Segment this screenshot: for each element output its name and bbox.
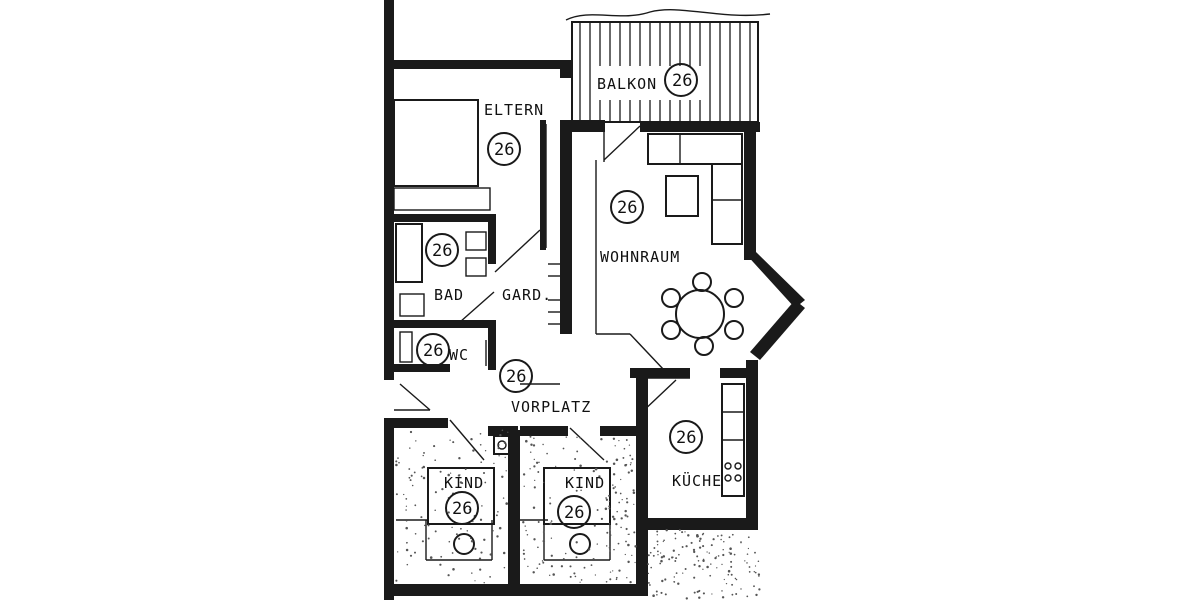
room-number-balkon: 26 <box>672 71 692 91</box>
room-labels: BALKON 26 ELTERN 26 26 WOHNRAUM 26 BAD G… <box>416 63 722 529</box>
room-number-circle-balkon <box>664 63 698 97</box>
room-number-circle-kind-left <box>445 491 479 525</box>
room-number-eltern: 26 <box>494 140 514 160</box>
room-number-circle-wc <box>416 333 450 367</box>
room-label-kind-right: KIND <box>565 474 605 492</box>
room-number-circle-wohnraum <box>610 190 644 224</box>
exterior-walls <box>384 0 805 600</box>
room-label-eltern: ELTERN <box>484 101 544 119</box>
room-number-circle-bad <box>425 233 459 267</box>
room-number-bad: 26 <box>432 241 452 261</box>
room-number-wc: 26 <box>423 341 443 361</box>
room-number-kueche: 26 <box>676 428 696 448</box>
balcony-hatching <box>565 9 771 123</box>
room-number-circle-kueche <box>669 420 703 454</box>
furniture <box>393 99 745 561</box>
room-label-vorplatz: VORPLATZ <box>511 398 591 416</box>
room-number-vorplatz: 26 <box>506 367 526 387</box>
room-number-circle-kind-right <box>557 495 591 529</box>
stipple-texture <box>395 429 761 600</box>
room-label-kind-left: KIND <box>444 474 484 492</box>
room-number-circle-eltern <box>487 132 521 166</box>
room-number-kind-right: 26 <box>564 503 584 523</box>
room-label-gard: GARD. <box>502 286 552 304</box>
room-label-bad: BAD <box>434 286 464 304</box>
room-number-wohnraum: 26 <box>617 198 637 218</box>
room-number-kind-left: 26 <box>452 499 472 519</box>
room-label-balkon: BALKON <box>597 75 657 93</box>
room-label-wc: WC <box>449 346 469 364</box>
room-number-circle-vorplatz <box>499 359 533 393</box>
room-label-wohnraum: WOHNRAUM <box>600 248 680 266</box>
room-label-kueche: KÜCHE <box>672 471 722 490</box>
